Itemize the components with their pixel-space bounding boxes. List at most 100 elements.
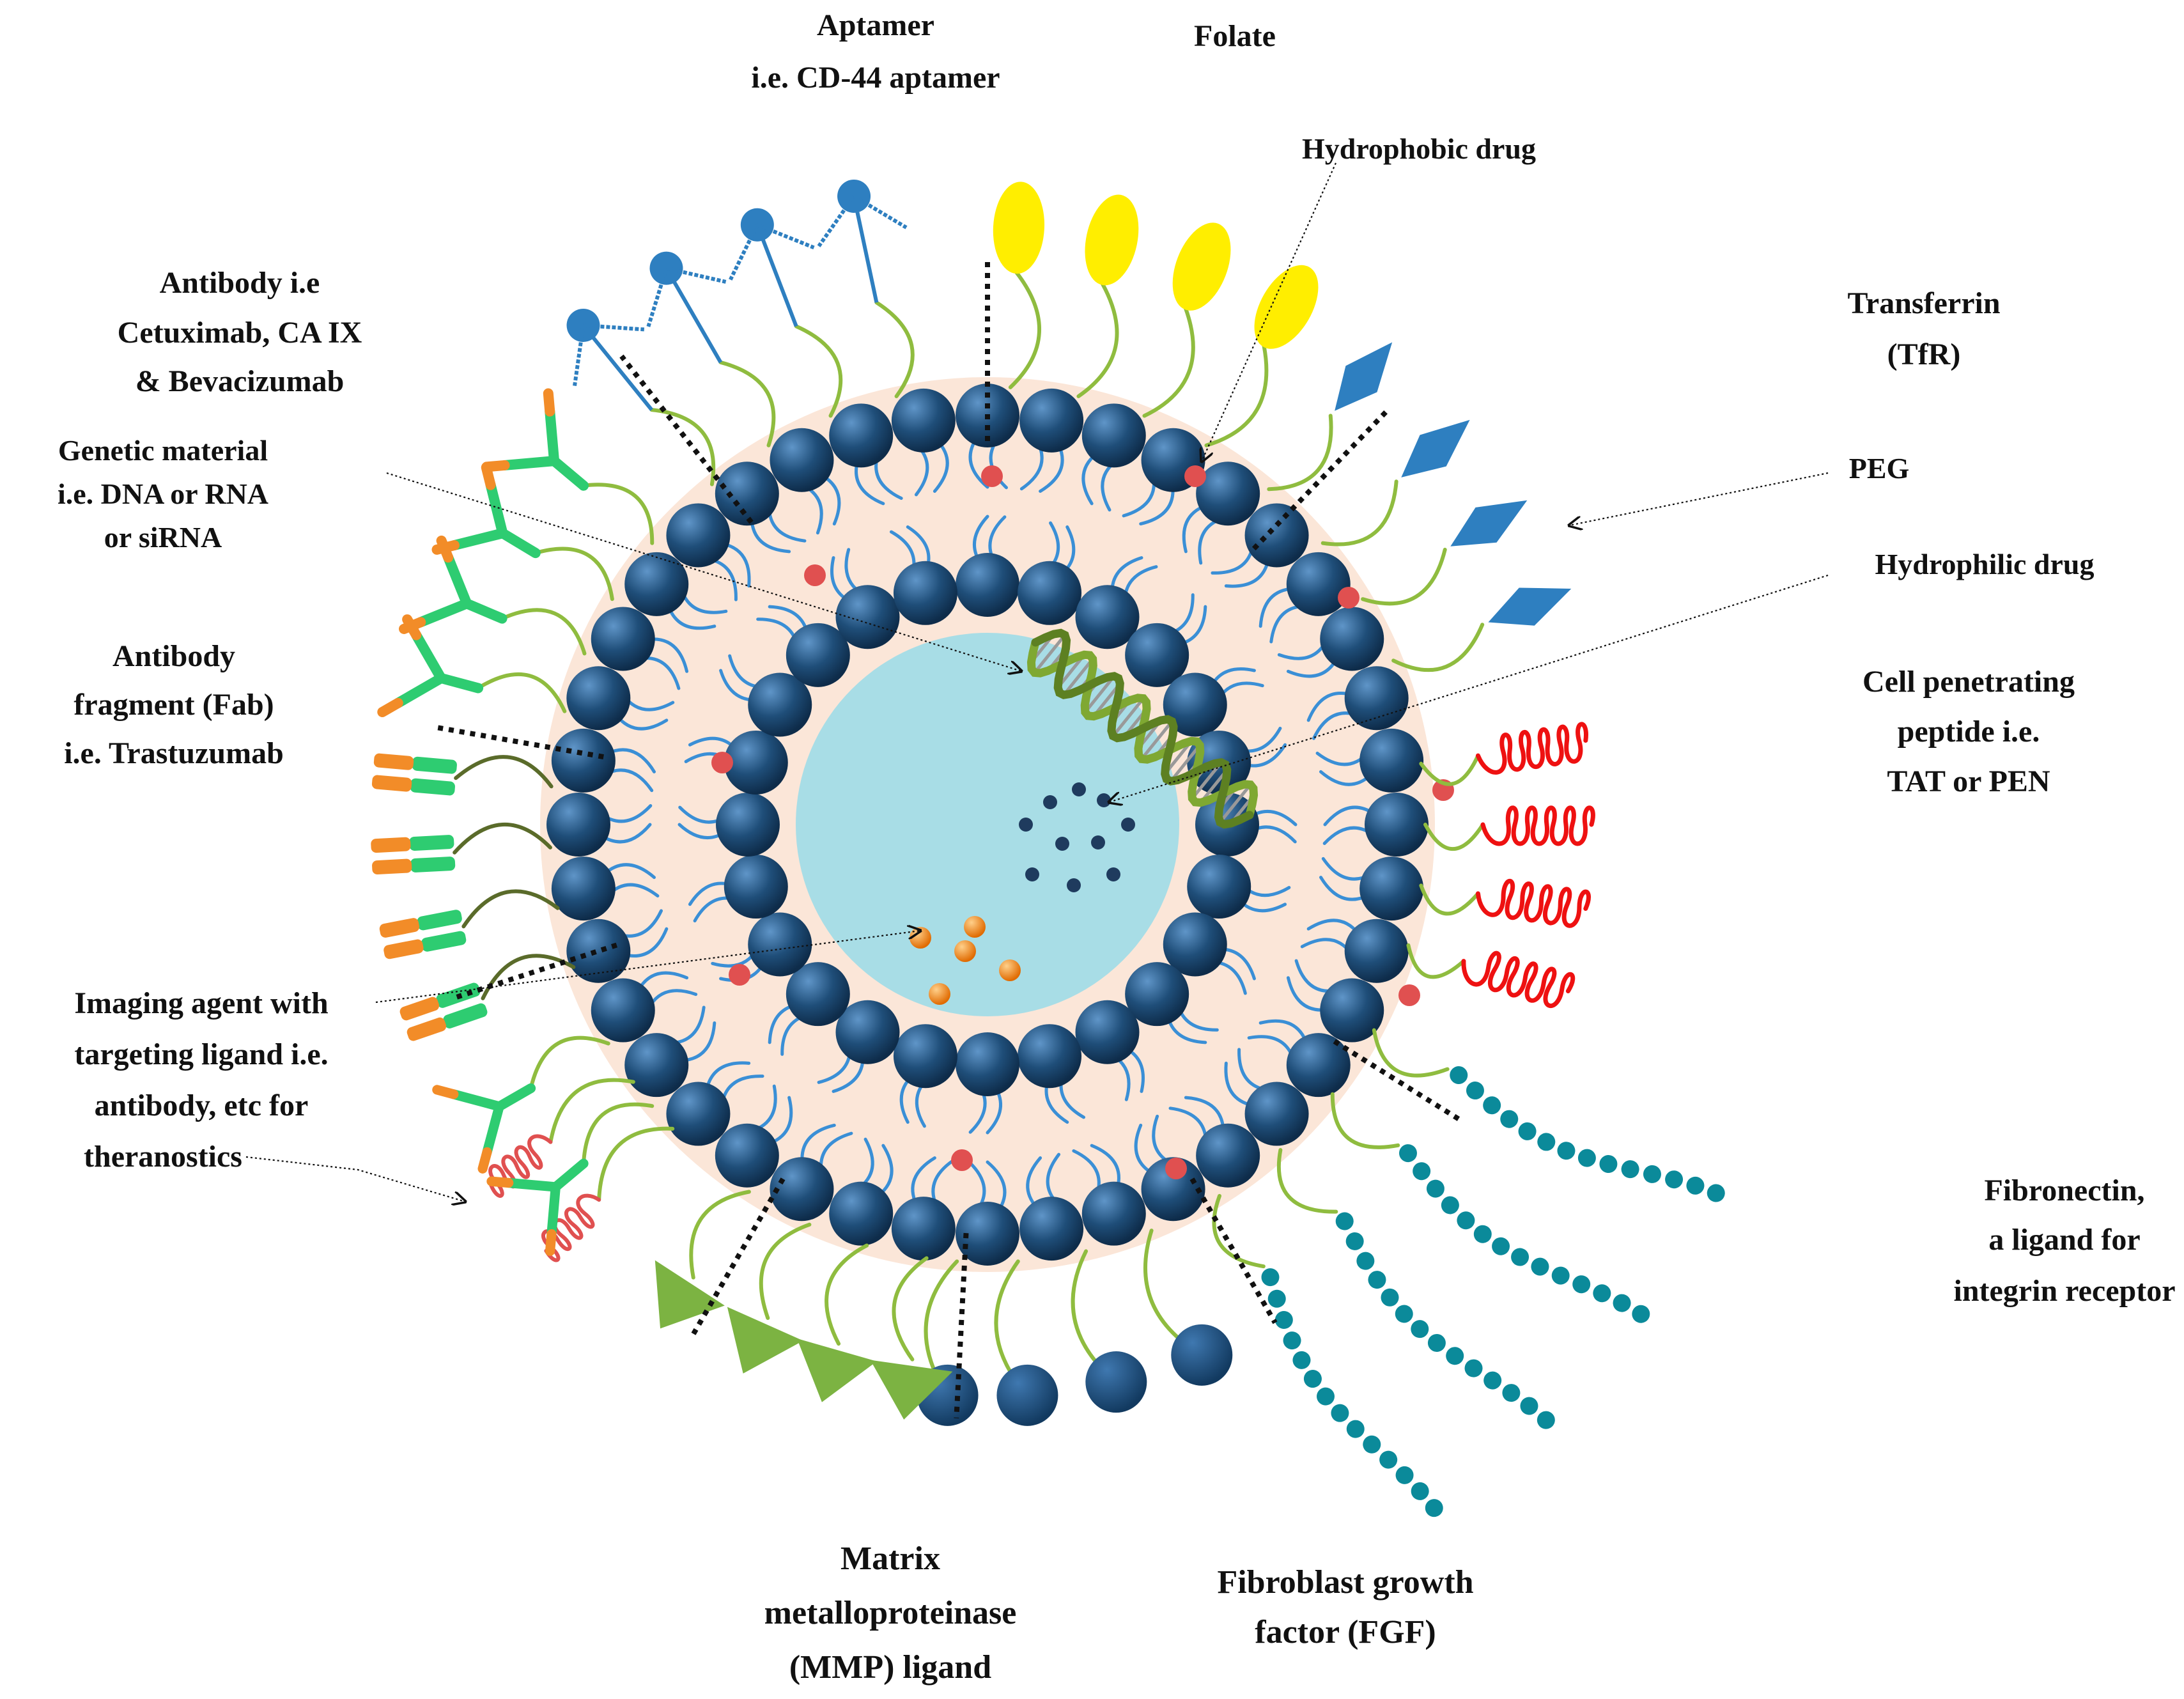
fibronectin-bead: [1363, 1435, 1381, 1454]
outer-headgroup: [1320, 978, 1384, 1043]
outer-headgroup: [624, 1033, 689, 1098]
peg-chain: [1406, 943, 1466, 979]
peg-chain: [582, 1102, 654, 1166]
peg-chain: [1419, 754, 1480, 786]
aptamer-arm: [817, 195, 856, 247]
peg-chain: [500, 608, 587, 656]
label-fgf-1: Fibroblast growth: [1217, 1564, 1473, 1601]
peg-chain: [1361, 547, 1447, 606]
fibronectin-bead: [1395, 1466, 1414, 1484]
arrow-theranostics: [245, 1156, 465, 1202]
outer-headgroup: [1344, 919, 1409, 983]
fibronectin-bead: [1518, 1122, 1537, 1140]
fibronectin-bead: [1267, 1289, 1286, 1308]
hydrophilic-dot: [1121, 818, 1135, 832]
fibronectin-bead: [1599, 1155, 1618, 1174]
transferrin-icon: [1401, 419, 1470, 477]
inner-headgroup: [1187, 855, 1251, 919]
outer-headgroup: [956, 1202, 1019, 1266]
dna-base-pair: [1111, 697, 1145, 737]
fab-tip: [372, 858, 412, 875]
label-mmp-1: Matrix: [840, 1540, 940, 1577]
mmp-triangle-icon: [654, 1260, 725, 1329]
inner-headgroup: [956, 553, 1019, 617]
imaging-agent-dot: [964, 916, 986, 938]
antibody-tip: [481, 462, 496, 490]
inner-headgroup: [956, 1032, 1019, 1096]
antibody-stem: [494, 1083, 536, 1112]
aqueous-core: [796, 633, 1179, 1016]
hydrophilic-dot: [1019, 818, 1033, 832]
fibronectin-bead: [1457, 1211, 1475, 1230]
antibody-tip: [402, 614, 422, 640]
fibronectin-bead: [1261, 1268, 1280, 1287]
cpp-helix-icon: [1475, 722, 1588, 775]
fab-heavy: [409, 835, 454, 851]
peg-chain: [597, 1126, 675, 1202]
antibody-arm: [449, 1089, 504, 1112]
label-imaging-4: theranostics: [84, 1140, 242, 1174]
fibronectin-bead: [1283, 1331, 1301, 1350]
peg-chain: [649, 408, 716, 486]
fibronectin-bead: [1427, 1333, 1446, 1352]
outer-headgroup: [1019, 388, 1084, 453]
dna-strand: [1031, 628, 1254, 829]
peg-chain: [1204, 343, 1269, 447]
fibronectin-bead: [1572, 1275, 1591, 1294]
inner-headgroup: [835, 585, 900, 649]
cpp-helix-icon: [541, 1193, 601, 1262]
peg-chain: [453, 822, 552, 855]
dna-base-pair: [1083, 675, 1116, 713]
outer-headgroup: [1320, 607, 1384, 671]
inner-headgroup: [1075, 1000, 1140, 1064]
outer-headgroup: [770, 428, 834, 492]
fibronectin-bead: [1303, 1370, 1322, 1388]
antibody-arm: [411, 630, 447, 683]
fibronectin-bead: [1335, 1212, 1354, 1230]
separator-line: [691, 1177, 786, 1335]
label-fab-2: fragment (Fab): [74, 688, 274, 722]
outer-headgroup: [551, 728, 616, 793]
label-hydrophobic-drug: Hydrophobic drug: [1302, 132, 1536, 165]
dna-base-pair: [1033, 634, 1066, 674]
label-aptamer-1: Aptamer: [817, 8, 934, 42]
peg-chain: [1212, 1193, 1266, 1269]
antibody-icon: [377, 614, 484, 717]
cpp-helix-icon: [488, 1134, 553, 1198]
mmp-triangle-icon: [727, 1307, 803, 1374]
fab-fragment-icon: [379, 910, 467, 959]
outer-headgroup: [829, 403, 894, 468]
inner-headgroup: [893, 561, 957, 625]
fab-fragment-icon: [371, 753, 457, 796]
fab-fragment-icon: [371, 835, 456, 875]
fibronectin-bead: [1379, 1450, 1398, 1469]
transferrin-icon: [1335, 342, 1393, 411]
fab-tip: [407, 1017, 447, 1041]
outer-headgroup: [1141, 1157, 1205, 1222]
antibody-stem: [497, 528, 541, 559]
label-fibronectin-2: a ligand for: [1988, 1223, 2140, 1257]
outer-headgroup: [1081, 1181, 1146, 1246]
fibronectin-bead: [1500, 1110, 1519, 1128]
fab-fragment-icon: [399, 982, 488, 1041]
fab-heavy: [412, 756, 457, 774]
arrow-imaging-agent: [375, 931, 920, 1004]
inner-headgroup: [1125, 962, 1189, 1027]
cpp-coil: [1475, 722, 1588, 775]
imaging-agent-dots: [910, 916, 1021, 1005]
peg-chain: [476, 672, 567, 713]
fab-tip: [373, 753, 414, 770]
cpp-helix-icon: [1480, 805, 1595, 846]
imaging-agent-dot: [954, 940, 976, 962]
peg-chain: [718, 360, 776, 447]
inner-headgroup: [716, 793, 780, 857]
outer-headgroup: [1344, 666, 1409, 731]
sector-separators: [433, 262, 1460, 1418]
outer-headgroup: [1244, 503, 1309, 568]
outer-headgroup: [1359, 857, 1424, 921]
cpp-coil: [1461, 950, 1576, 1008]
outer-headgroup: [715, 1123, 779, 1188]
fibronectin-bead: [1274, 1310, 1293, 1329]
arrow-genetic-material: [386, 472, 1021, 671]
outer-headgroup: [1196, 1123, 1260, 1188]
